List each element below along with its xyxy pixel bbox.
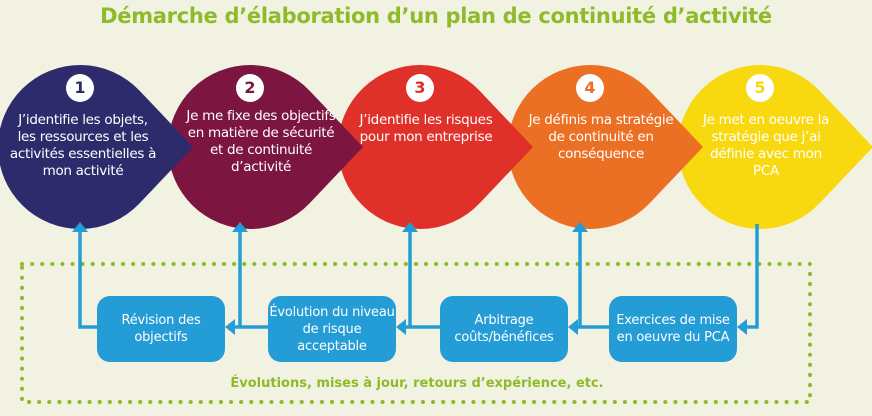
step-4-text: Je définis ma stratégie de continuité en… [528,112,674,162]
arrowhead-left-icon [737,319,747,335]
arrowhead-left-icon [225,319,235,335]
step-3-shape [338,65,533,230]
step-5-text: Je met en oeuvre la stratégie que j’ai d… [702,112,830,179]
feedback-box-1: Révision des objectifs [97,296,225,362]
feedback-box-3: Arbitrage coûts/bénéfices [440,296,568,362]
feedback-footer: Évolutions, mises à jour, retours d’expé… [230,376,604,391]
step-3-text: J’identifie les risques pour mon entrepr… [359,112,493,145]
step-4-shape [508,65,703,230]
diagram-title: Démarche d’élaboration d’un plan de cont… [100,4,772,28]
arrowhead-up-icon [72,222,88,232]
step-5-shape [677,65,872,229]
step-2-number: 2 [236,74,264,102]
arrowhead-left-icon [396,319,406,335]
step-1-shape [0,65,193,229]
step-3-number: 3 [406,74,434,102]
arrowhead-up-icon [402,222,418,232]
arrow-to-step-1 [78,232,97,329]
step-1-number: 1 [66,74,94,102]
step-2-shape [168,65,363,230]
feedback-box-4: Exercices de mise en oeuvre du PCA [609,296,737,362]
arrowhead-up-icon [572,222,588,232]
arrow-from-step-5 [747,224,759,329]
step-1-text: J’identifie les objets, les ressources e… [9,112,157,179]
step-4-number: 4 [576,74,604,102]
feedback-loop-border [20,262,812,404]
arrowhead-left-icon [568,319,578,335]
feedback-box-2: Évolution du niveau de risque acceptable [268,296,396,362]
arrowhead-up-icon [232,222,248,232]
step-5-number: 5 [746,74,774,102]
step-2-text: Je me fixe des objectifs en matière de s… [186,108,336,175]
